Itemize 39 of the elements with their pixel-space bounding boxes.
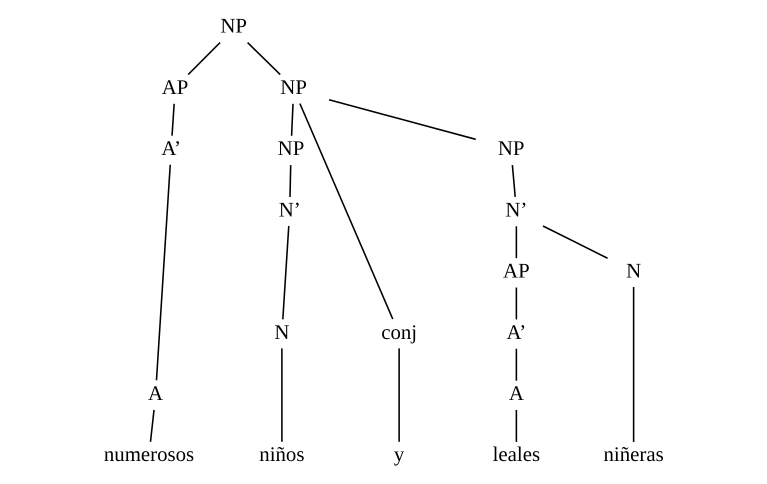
node-text: NP: [498, 136, 524, 160]
connector: [188, 42, 221, 76]
node-text: AP: [503, 258, 530, 283]
node-text: NP: [278, 136, 304, 160]
node-text: N’: [505, 197, 528, 222]
node-text: AP: [162, 74, 188, 99]
node-text: N: [626, 258, 642, 283]
connector: [632, 287, 634, 442]
connector: [516, 226, 518, 258]
connector: [156, 164, 172, 380]
node-text: A: [148, 381, 164, 406]
connector: [150, 410, 155, 442]
node-text: numerosos: [104, 442, 194, 466]
connector: [398, 348, 400, 442]
node-text: niños: [259, 442, 304, 466]
connector: [171, 104, 175, 136]
connector: [328, 99, 476, 140]
node-text: conj: [381, 320, 418, 344]
node-text: A’: [161, 136, 181, 160]
node-text: NP: [280, 74, 307, 99]
connector: [516, 348, 518, 381]
connector: [542, 225, 608, 259]
node-text: A’: [506, 320, 526, 344]
connector: [289, 165, 292, 197]
connector: [516, 288, 518, 320]
node-text: N’: [278, 197, 301, 222]
connector: [290, 104, 294, 136]
connector: [281, 348, 283, 442]
connector: [516, 410, 518, 442]
connector: [282, 226, 290, 320]
node-text: N: [274, 320, 290, 344]
node-text: A: [508, 381, 524, 406]
node-text: niñeras: [604, 442, 664, 466]
node-text: y: [394, 442, 404, 466]
connector: [299, 103, 394, 320]
node-text: NP: [220, 14, 248, 38]
connector: [512, 165, 516, 198]
connector: [247, 42, 281, 76]
node-text: leales: [492, 442, 540, 466]
